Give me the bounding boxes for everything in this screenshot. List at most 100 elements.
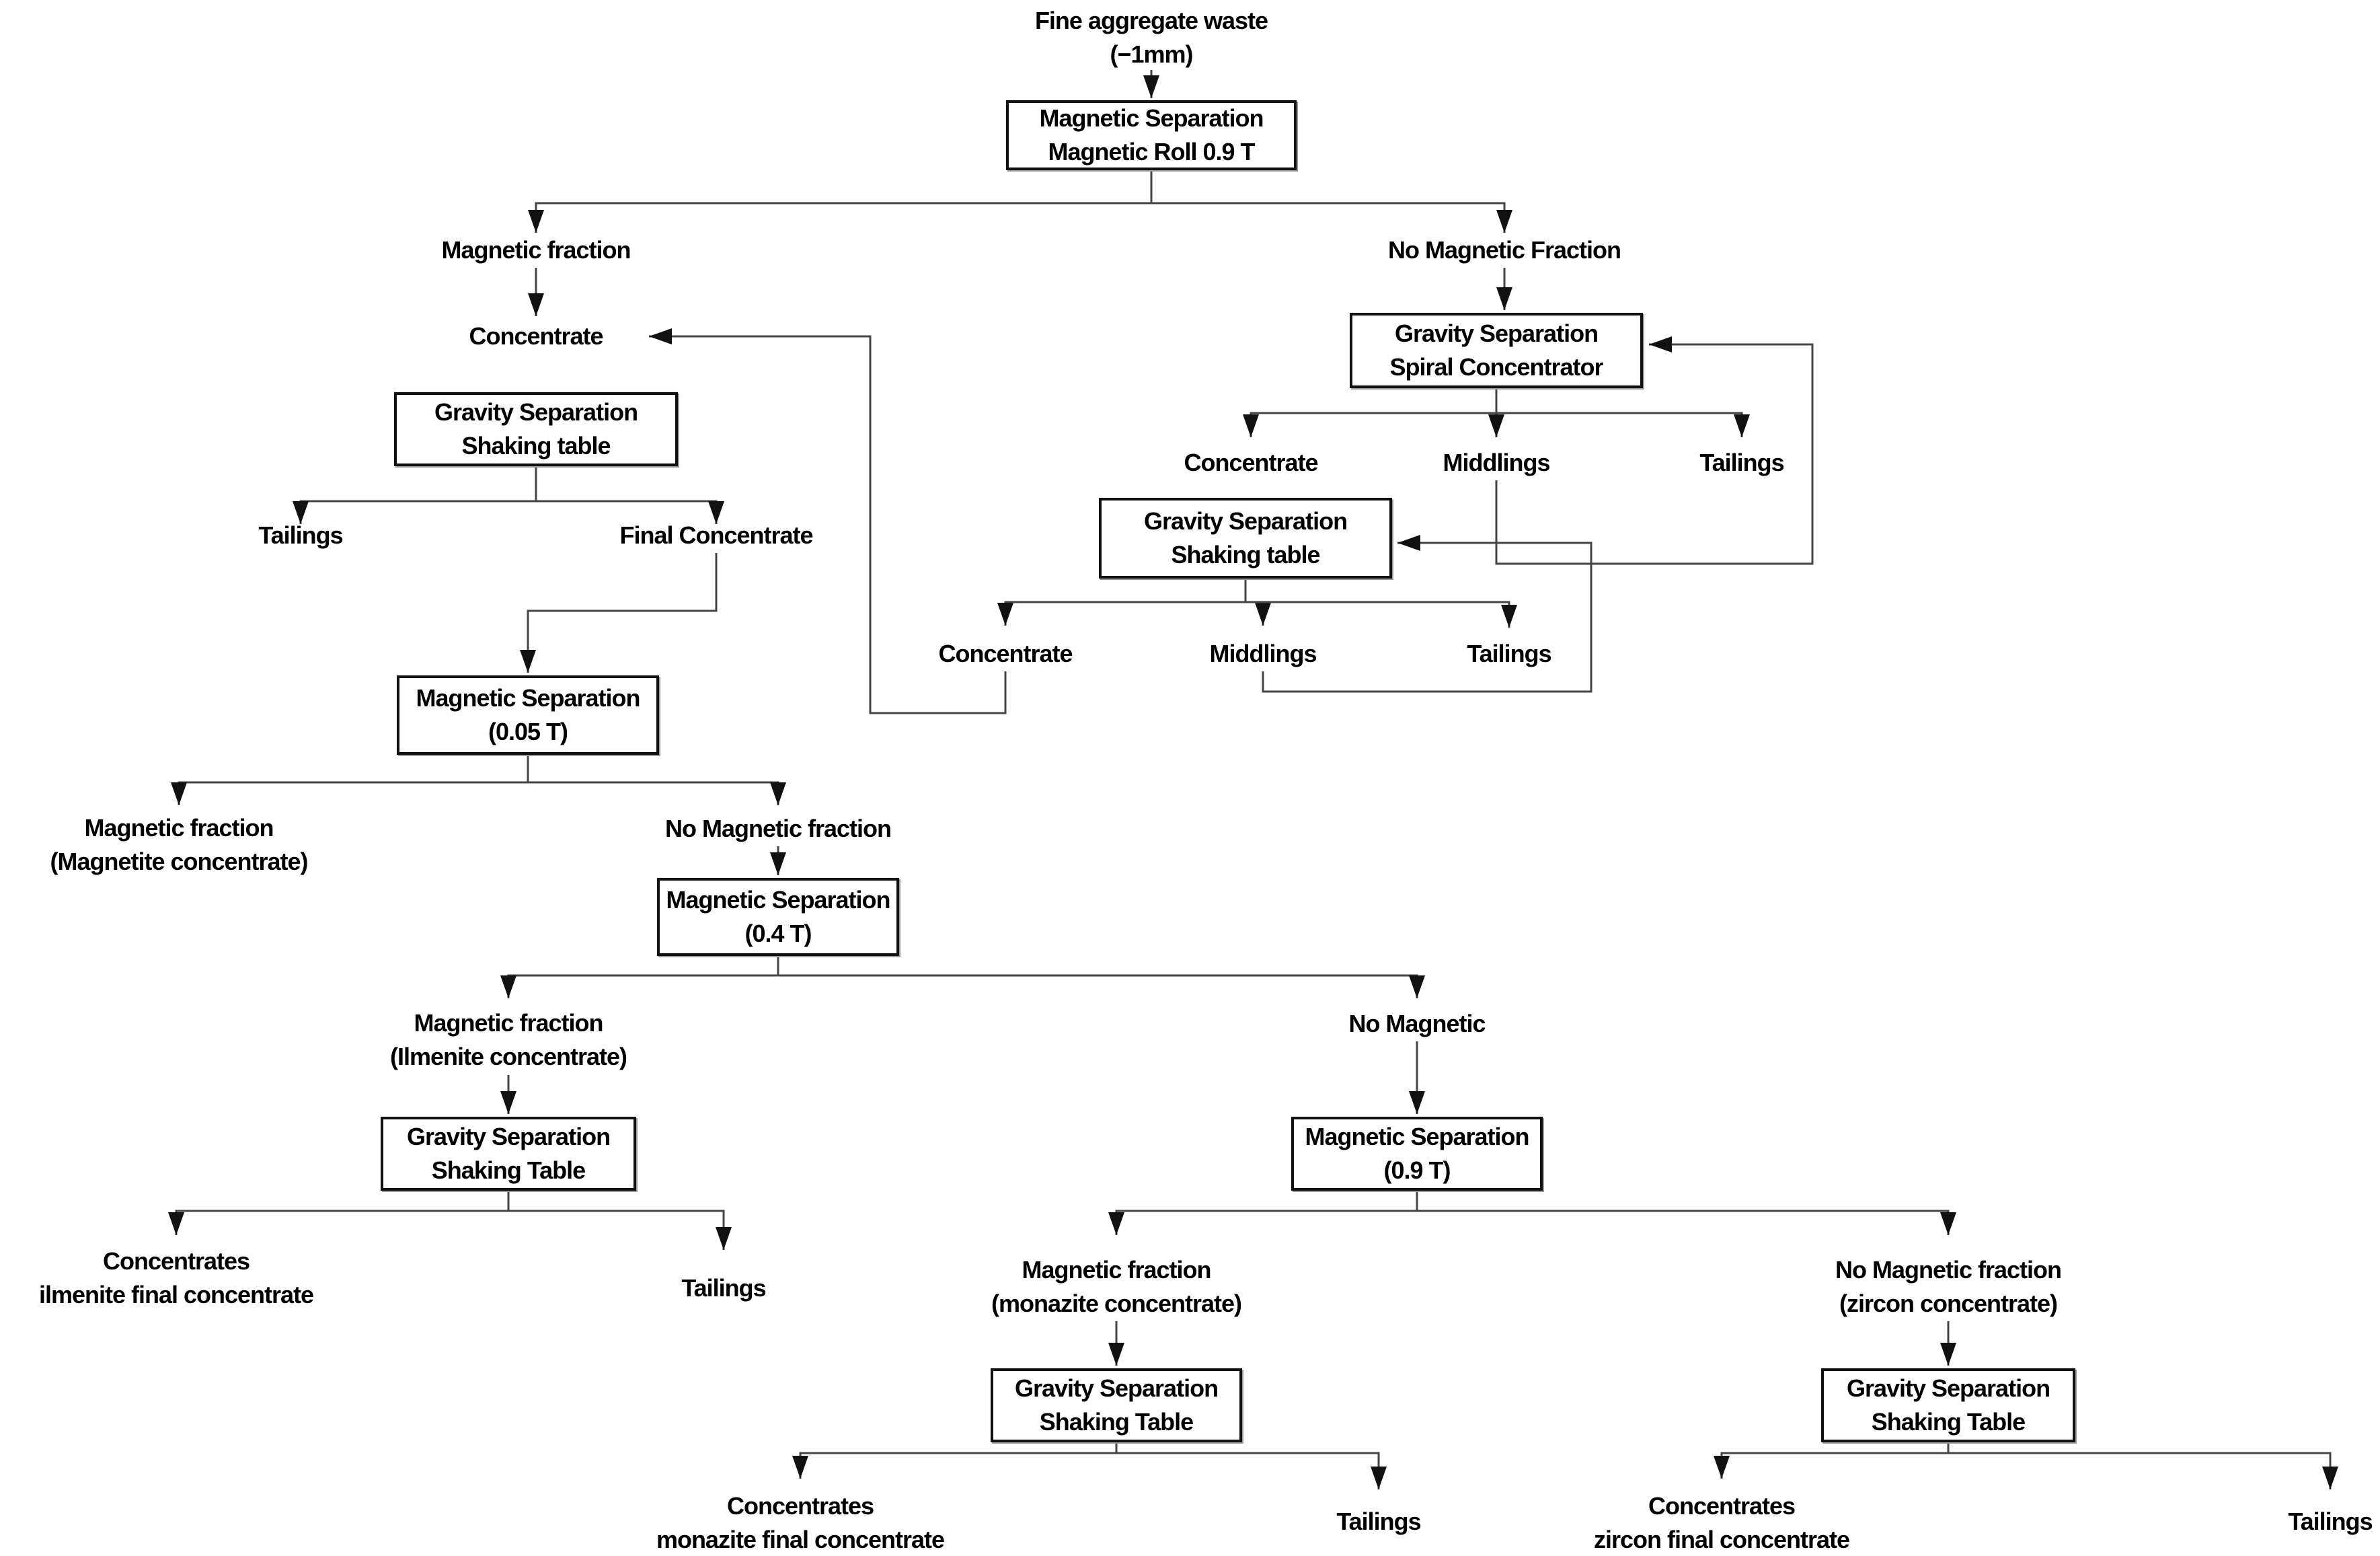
label-feed: Fine aggregate waste (−1mm) xyxy=(1035,4,1268,71)
label-line: Magnetic fraction xyxy=(84,814,274,842)
label-zircon-fraction: No Magnetic fraction(zircon concentrate) xyxy=(1835,1253,2062,1321)
label-ilmenite-fraction: Magnetic fraction (Ilmenite concentrate) xyxy=(390,1006,627,1074)
label-line: ilmenite final concentrate xyxy=(38,1281,314,1308)
label-ilmenite-tailings: Tailings xyxy=(681,1271,766,1305)
arrowhead-icon xyxy=(500,1091,516,1114)
label-tailings-1: Tailings xyxy=(258,519,343,552)
arrowhead-icon xyxy=(708,501,724,524)
arrowhead-icon xyxy=(500,975,516,998)
label-line: Fine aggregate waste xyxy=(1034,7,1268,34)
edge-m09-to-monazite xyxy=(1115,1210,1417,1235)
arrowhead-icon xyxy=(716,1227,732,1250)
arrowhead-icon xyxy=(1734,414,1750,437)
box-label-line: Magnetic Separation xyxy=(1305,1123,1529,1150)
box-label-line: Magnetic Separation xyxy=(416,684,640,712)
box-label-line: Gravity Separation xyxy=(1394,320,1599,347)
edge-tablemon-to-conc xyxy=(799,1452,1116,1479)
arrowhead-icon xyxy=(1409,975,1425,998)
label-line: No Magnetic Fraction xyxy=(1387,236,1621,264)
edge-m005-to-magnetite xyxy=(178,781,528,805)
label-line: Magnetic fraction xyxy=(414,1009,603,1037)
edge-tableilm-to-conc xyxy=(175,1210,508,1235)
edge-tableilm-to-tailings xyxy=(508,1210,725,1250)
arrowhead-icon xyxy=(770,782,786,805)
label-line: Middlings xyxy=(1209,640,1317,667)
arrowhead-icon xyxy=(1397,535,1420,551)
edge-m09-to-zircon xyxy=(1417,1210,1950,1235)
edge-table2-to-concentrate xyxy=(1004,601,1245,626)
box-label-line: Shaking table xyxy=(1171,541,1320,568)
box-label-line: (0.4 T) xyxy=(744,920,812,947)
edge-tablezir-to-tailings xyxy=(1948,1452,2332,1489)
edge-table2-to-tailings xyxy=(1245,601,1510,628)
arrowhead-icon xyxy=(528,293,544,316)
label-ilmenite-concentrates: Concentrates ilmenite final concentrate xyxy=(38,1245,314,1312)
box-label-line: Shaking Table xyxy=(1871,1408,2026,1436)
label-spiral-concentrate: Concentrate xyxy=(1184,446,1318,480)
label-line: Tailings xyxy=(258,521,343,549)
label-concentrate-1: Concentrate xyxy=(469,320,603,353)
label-line: Concentrate xyxy=(938,640,1073,667)
arrowhead-icon xyxy=(1409,1091,1425,1114)
label-line: No Magnetic xyxy=(1348,1010,1486,1037)
label-line: Magnetic fraction xyxy=(1022,1256,1211,1284)
arrowhead-icon xyxy=(1255,603,1271,626)
box-label-line: Gravity Separation xyxy=(1846,1374,2050,1402)
arrowhead-icon xyxy=(168,1212,184,1235)
label-magnetite-fraction: Magnetic fraction (Magnetite concentrate) xyxy=(50,811,308,879)
box-label-line: Gravity Separation xyxy=(1014,1374,1219,1402)
edge-tablezir-to-conc xyxy=(1720,1452,1948,1479)
edge-spiral-to-concentrate xyxy=(1250,412,1496,437)
arrowhead-icon xyxy=(770,852,786,875)
box-label-line: Magnetic Roll 0.9 T xyxy=(1048,138,1255,165)
box-label-line: Magnetic Separation xyxy=(666,886,890,914)
label-line: Tailings xyxy=(681,1274,766,1302)
arrowhead-icon xyxy=(1108,1343,1124,1366)
arrowhead-icon xyxy=(1488,414,1504,437)
label-final-concentrate: Final Concentrate xyxy=(619,519,813,552)
arrowhead-icon xyxy=(792,1456,808,1479)
label-line: (Ilmenite concentrate) xyxy=(389,1043,627,1070)
box-label-line: Shaking table xyxy=(461,432,611,459)
label-line: Tailings xyxy=(2288,1508,2373,1535)
label-table2-tailings: Tailings xyxy=(1467,637,1551,671)
arrowhead-icon xyxy=(1649,336,1672,353)
arrowhead-icon xyxy=(1940,1212,1956,1235)
box-label-line: Magnetic Separation xyxy=(1039,104,1264,132)
edge-middlings-recycle-spiral xyxy=(1495,343,1814,565)
box-label-line: (0.9 T) xyxy=(1383,1156,1451,1184)
arrowhead-icon xyxy=(293,501,309,524)
box-label-line: Gravity Separation xyxy=(434,398,638,426)
arrowhead-icon xyxy=(520,650,536,673)
label-line: Concentrates xyxy=(102,1247,250,1275)
label-monazite-tailings: Tailings xyxy=(1336,1505,1421,1539)
box-label-line: Shaking Table xyxy=(431,1156,586,1184)
arrowhead-icon xyxy=(1496,210,1512,233)
label-zircon-tailings: Tailings xyxy=(2288,1505,2373,1539)
label-line: Concentrates xyxy=(1648,1492,1796,1520)
edge-spiral-to-tailings xyxy=(1496,412,1743,437)
arrowhead-icon xyxy=(1243,414,1259,437)
arrowhead-icon xyxy=(528,210,544,233)
label-line: Tailings xyxy=(1467,640,1551,667)
arrowhead-icon xyxy=(649,328,672,344)
label-line: zircon final concentrate xyxy=(1593,1526,1850,1553)
box-magnetic-separation-09t: Magnetic Separation (0.9 T) xyxy=(1291,1117,1543,1191)
label-line: (zircon concentrate) xyxy=(1839,1290,2058,1317)
label-magnetic-fraction-1: Magnetic fraction xyxy=(441,233,631,267)
label-zircon-concentrates: Concentrates zircon final concentrate xyxy=(1593,1489,1850,1556)
arrowhead-icon xyxy=(1108,1212,1124,1235)
arrowhead-icon xyxy=(1143,75,1159,98)
arrowhead-icon xyxy=(1940,1343,1956,1366)
label-line: (Magnetite concentrate) xyxy=(50,848,308,875)
label-line: Concentrate xyxy=(469,322,603,350)
label-line: (−1mm) xyxy=(1110,40,1193,68)
label-line: Concentrates xyxy=(726,1492,874,1520)
label-no-magnetic-2: No Magnetic xyxy=(1348,1007,1486,1041)
